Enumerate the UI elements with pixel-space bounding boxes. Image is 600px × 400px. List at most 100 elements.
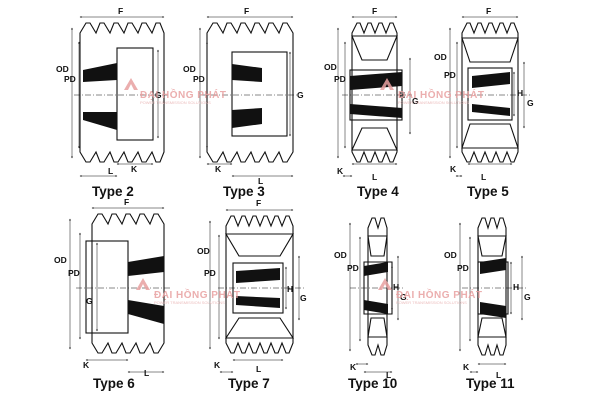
dim-pd: PD (68, 268, 80, 278)
dim-f: F (486, 6, 491, 16)
dim-l: L (108, 166, 113, 176)
dim-l: L (496, 370, 501, 380)
dimension-lines (449, 16, 525, 177)
watermark-logo-icon (124, 78, 138, 90)
dim-f: F (372, 6, 377, 16)
bushing-taper-upper (364, 262, 388, 276)
pulley-body (74, 22, 168, 163)
watermark-name: ĐẠI HỒNG PHÁT (154, 288, 241, 301)
dimension-lines (199, 16, 294, 177)
dim-h: H (513, 282, 519, 292)
pulley-body (350, 217, 404, 356)
dim-g: G (524, 292, 531, 302)
dimension-lines (459, 222, 523, 373)
dim-l: L (481, 172, 486, 182)
dim-f: F (256, 198, 261, 208)
type-5-caption: Type 5 (467, 184, 509, 199)
dim-h: H (287, 284, 293, 294)
dim-g: G (400, 292, 407, 302)
dimension-lines (71, 16, 165, 177)
dim-od: OD (56, 64, 69, 74)
dim-pd: PD (444, 70, 456, 80)
dimension-lines (209, 209, 300, 373)
type-3-drawing: F OD PD G K L Type 3 (183, 6, 304, 199)
pulley-body (455, 22, 532, 163)
type-11-caption: Type 11 (466, 376, 515, 391)
dim-od: OD (334, 250, 347, 260)
dim-pd: PD (334, 74, 346, 84)
type-7-drawing: F OD PD H G K L Type 7 (197, 198, 307, 391)
bushing-taper-upper (128, 256, 164, 276)
dim-pd: PD (204, 268, 216, 278)
bushing-taper-upper (480, 258, 506, 274)
type-10-drawing: OD PD H G K L Type 10 (334, 217, 407, 391)
bushing-taper-lower (236, 296, 280, 308)
watermark-name: ĐẠI HỒNG PHÁT (140, 88, 227, 101)
dim-g: G (300, 293, 307, 303)
dimension-lines (69, 207, 165, 373)
pulley-body (462, 217, 528, 356)
pulley-body (218, 215, 304, 354)
watermark-logo-icon (136, 278, 150, 290)
dim-l: L (258, 176, 263, 186)
type-7-caption: Type 7 (228, 376, 270, 391)
dim-g: G (412, 96, 419, 106)
dim-k: K (337, 166, 344, 176)
dim-k: K (214, 360, 221, 370)
dim-pd: PD (64, 74, 76, 84)
bushing-taper-upper (350, 72, 402, 90)
type-4-caption: Type 4 (357, 184, 399, 199)
watermark-tagline: POWER TRANSMISSION SOLUTIONS (140, 100, 211, 105)
bushing-taper-lower (232, 108, 262, 128)
watermark-lower-right: ĐẠI HỒNG PHÁT POWER TRANSMISSION SOLUTIO… (378, 278, 483, 305)
bushing-taper-lower (480, 302, 506, 318)
type-2-drawing: F OD PD G L K Type 2 (56, 6, 168, 199)
dim-g: G (527, 98, 534, 108)
dim-h: H (399, 90, 405, 100)
bushing-taper-lower (472, 104, 510, 116)
dim-f: F (244, 6, 249, 16)
dimension-lines (349, 222, 399, 373)
type-2-caption: Type 2 (92, 184, 134, 199)
type-10-caption: Type 10 (348, 376, 397, 391)
dim-g: G (297, 90, 304, 100)
type-11-drawing: OD PD H G K L Type 11 (444, 217, 531, 391)
dim-k: K (450, 164, 457, 174)
dim-k: K (463, 362, 470, 372)
dim-od: OD (324, 62, 337, 72)
dim-h: H (517, 88, 523, 98)
bushing-taper-upper (472, 72, 510, 88)
type-5-drawing: F OD PD H G K L Type 5 (434, 6, 534, 199)
dim-f: F (124, 197, 129, 207)
dim-pd: PD (457, 263, 469, 273)
bushing-taper-lower (364, 300, 388, 314)
dim-od: OD (444, 250, 457, 260)
dim-od: OD (54, 255, 67, 265)
dimension-lines (337, 16, 411, 177)
dim-od: OD (434, 52, 447, 62)
dim-k: K (215, 164, 222, 174)
watermark-upper-right: ĐẠI HỒNG PHÁT POWER TRANSMISSION SOLUTIO… (380, 78, 484, 105)
watermark-name: ĐẠI HỒNG PHÁT (396, 288, 483, 301)
type-6-caption: Type 6 (93, 376, 135, 391)
watermark-tagline: POWER TRANSMISSION SOLUTIONS (396, 300, 467, 305)
bushing-taper-upper (236, 268, 280, 283)
dim-l: L (256, 364, 261, 374)
dim-f: F (118, 6, 123, 16)
type-6-drawing: F OD PD G K L Type 6 (54, 197, 170, 391)
dim-pd: PD (347, 263, 359, 273)
bushing-taper-lower (350, 104, 402, 118)
bushing-taper-lower (83, 112, 117, 130)
dim-g: G (155, 90, 162, 100)
dim-od: OD (197, 246, 210, 256)
watermark-upper-left: ĐẠI HỒNG PHÁT POWER TRANSMISSION SOLUTIO… (124, 78, 227, 105)
watermark-tagline: POWER TRANSMISSION SOLUTIONS (398, 100, 469, 105)
dim-k: K (350, 362, 357, 372)
dim-k: K (131, 164, 138, 174)
pulley-body (200, 22, 298, 163)
bushing-taper-upper (232, 64, 262, 82)
dim-l: L (386, 370, 391, 380)
watermark-lower-left: ĐẠI HỒNG PHÁT POWER TRANSMISSION SOLUTIO… (136, 278, 241, 305)
watermark-logo-icon (380, 78, 394, 90)
